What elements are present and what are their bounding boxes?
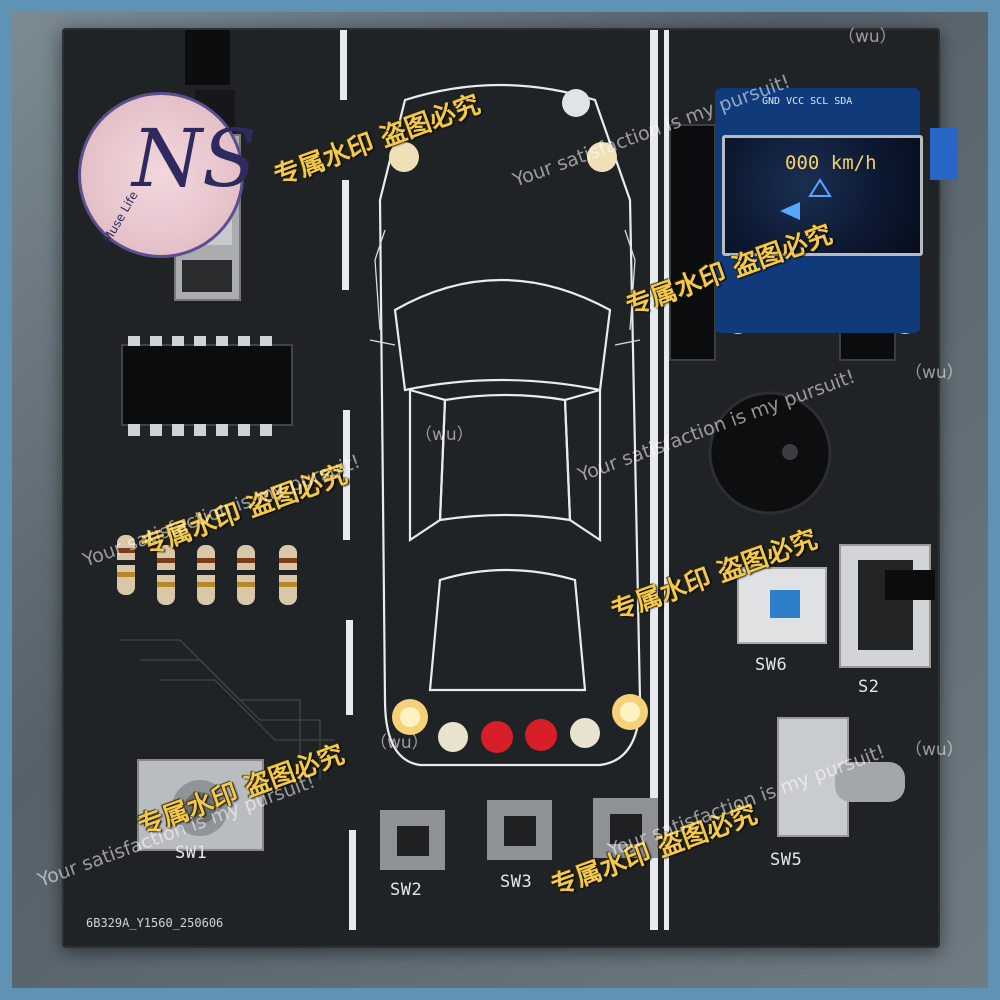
lane-right-solid bbox=[650, 30, 669, 930]
resistor-array bbox=[117, 535, 297, 605]
brand-logo-circle bbox=[78, 92, 244, 258]
label-sw1: SW1 bbox=[175, 843, 208, 863]
oled-arrows bbox=[780, 178, 832, 220]
pcb-traces bbox=[120, 639, 335, 780]
label-sw6: SW6 bbox=[755, 655, 788, 675]
led-row bbox=[389, 89, 648, 753]
toggle-switch-sw5 bbox=[777, 717, 905, 837]
watermark-wu-4: （wu） bbox=[905, 740, 964, 760]
watermark-wu-3: （wu） bbox=[905, 363, 964, 383]
label-sw2: SW2 bbox=[390, 880, 423, 900]
watermark-wu-1: （wu） bbox=[838, 27, 897, 47]
triangle-left-icon bbox=[780, 202, 800, 220]
blue-edge-tab bbox=[930, 128, 958, 180]
watermark-wu-5: （wu） bbox=[370, 733, 429, 753]
lane-left-dashes bbox=[340, 30, 356, 930]
triangle-up-icon bbox=[808, 178, 832, 197]
buzzer bbox=[708, 391, 832, 515]
toggle-switch-sw1 bbox=[137, 759, 264, 851]
label-sw5: SW5 bbox=[770, 850, 803, 870]
board-part-code: 6B329A_Y1560_250606 bbox=[86, 916, 224, 930]
label-s2: S2 bbox=[858, 677, 880, 697]
push-button-sw6 bbox=[737, 567, 827, 644]
tact-button-sw4 bbox=[593, 798, 658, 858]
label-sw3: SW3 bbox=[500, 872, 533, 892]
brand-logo-letters: NS bbox=[132, 112, 257, 205]
oled-pin-labels: GND VCC SCL SDA bbox=[762, 96, 853, 107]
oled-speed-readout: 000 km/h bbox=[785, 152, 877, 174]
ic-chip bbox=[121, 336, 293, 436]
tact-button-sw3 bbox=[487, 800, 552, 860]
oled-display: 000 km/h bbox=[722, 135, 923, 256]
watermark-wu-2: （wu） bbox=[415, 425, 474, 445]
slide-switch-s2 bbox=[839, 544, 935, 668]
car-outline bbox=[369, 83, 642, 767]
tact-button-sw2 bbox=[380, 810, 445, 870]
